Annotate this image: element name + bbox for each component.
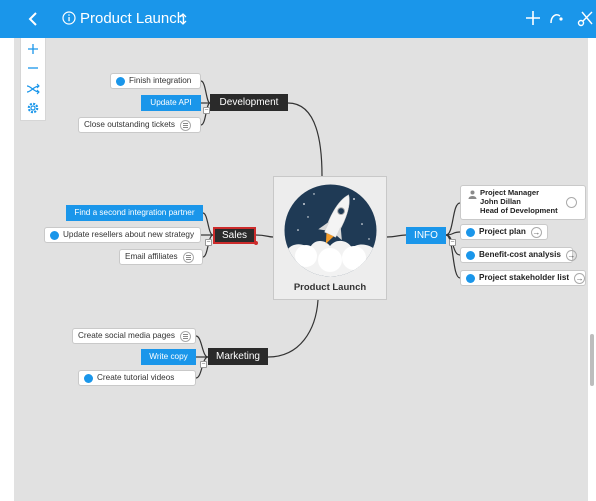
task-dot-icon [466, 273, 475, 283]
task-update-resellers[interactable]: Update resellers about new strategy [44, 227, 201, 243]
task-dot-icon [50, 230, 59, 240]
back-chevron-icon[interactable] [24, 8, 44, 30]
task-find-integration-partner[interactable]: Find a second integration partner [66, 205, 203, 221]
topic-marketing-label: Marketing [216, 351, 260, 362]
task-dot-icon [466, 250, 475, 260]
task-finish-integration-label: Finish integration [129, 76, 192, 85]
task-update-api[interactable]: Update API [141, 95, 201, 111]
central-topic-title: Product Launch [293, 282, 367, 293]
info-stakeholder-list-label: Project stakeholder list [479, 273, 570, 282]
link-arrow-icon[interactable]: → [565, 249, 577, 261]
collapse-toggle-info[interactable]: – [449, 239, 456, 246]
collapse-toggle-marketing[interactable]: – [200, 361, 207, 368]
topic-development-label: Development [219, 97, 279, 108]
info-benefit-cost-analysis[interactable]: Benefit-cost analysis → [460, 247, 577, 263]
info-project-plan[interactable]: Project plan → [460, 224, 548, 240]
task-close-outstanding-tickets[interactable]: Close outstanding tickets [78, 117, 201, 133]
info-project-plan-label: Project plan [479, 227, 526, 236]
task-find-partner-label: Find a second integration partner [74, 208, 195, 217]
task-dot-icon [466, 227, 475, 237]
title-dropdown-icon[interactable] [179, 12, 187, 26]
note-icon[interactable] [182, 251, 194, 263]
link-arrow-icon[interactable]: → [574, 272, 586, 284]
task-email-affiliates[interactable]: Email affiliates [119, 249, 203, 265]
top-bar: Product Launch [0, 0, 596, 38]
vertical-scrollbar[interactable] [590, 334, 594, 386]
task-dot-icon [84, 373, 93, 383]
note-icon[interactable] [180, 119, 192, 131]
topic-sales[interactable]: Sales [213, 227, 256, 244]
page-title[interactable]: Product Launch [80, 10, 186, 27]
task-update-api-label: Update API [150, 98, 192, 107]
zoom-toolbar [20, 38, 46, 121]
task-finish-integration[interactable]: Finish integration [110, 73, 201, 89]
person-role: Project Manager [480, 188, 540, 197]
task-create-social-media-pages[interactable]: Create social media pages [72, 328, 196, 344]
topic-info-label: INFO [414, 230, 438, 241]
topic-sales-label: Sales [221, 230, 247, 241]
topic-info[interactable]: INFO [406, 227, 446, 244]
note-icon[interactable] [566, 197, 577, 208]
info-project-stakeholder-list[interactable]: Project stakeholder list → [460, 270, 586, 286]
task-close-tickets-label: Close outstanding tickets [84, 120, 176, 129]
task-tutorial-videos-label: Create tutorial videos [97, 373, 175, 382]
rocket-launch-illustration [284, 184, 377, 277]
topic-marketing[interactable]: Marketing [208, 348, 268, 365]
person-title: Head of Development [480, 206, 558, 215]
settings-icon[interactable] [25, 100, 41, 116]
collapse-toggle-sales[interactable]: – [205, 239, 212, 246]
task-create-tutorial-videos[interactable]: Create tutorial videos [78, 370, 196, 386]
task-email-affiliates-label: Email affiliates [125, 252, 178, 261]
task-social-media-label: Create social media pages [78, 331, 175, 340]
zoom-in-icon[interactable] [25, 41, 41, 57]
info-person-card[interactable]: Project Manager John Dillan Head of Deve… [460, 185, 586, 220]
task-write-copy-label: Write copy [149, 352, 188, 361]
add-icon[interactable] [525, 10, 541, 26]
person-name: John Dillan [480, 197, 521, 206]
task-update-resellers-label: Update resellers about new strategy [63, 230, 195, 239]
zoom-out-icon[interactable] [25, 60, 41, 76]
central-topic[interactable]: Product Launch [273, 176, 387, 300]
person-icon [468, 190, 477, 199]
task-dot-icon [116, 76, 125, 86]
topic-development[interactable]: Development [210, 94, 288, 111]
relink-icon[interactable] [548, 10, 564, 26]
note-icon[interactable] [179, 330, 191, 342]
task-write-copy[interactable]: Write copy [141, 349, 196, 365]
collapse-toggle-development[interactable]: – [203, 107, 210, 114]
shuffle-icon[interactable] [25, 81, 41, 97]
link-arrow-icon[interactable]: → [530, 226, 542, 238]
info-icon[interactable] [62, 11, 76, 25]
cut-icon[interactable] [576, 10, 594, 28]
selection-handle[interactable] [254, 241, 258, 245]
info-benefit-cost-label: Benefit-cost analysis [479, 250, 561, 259]
